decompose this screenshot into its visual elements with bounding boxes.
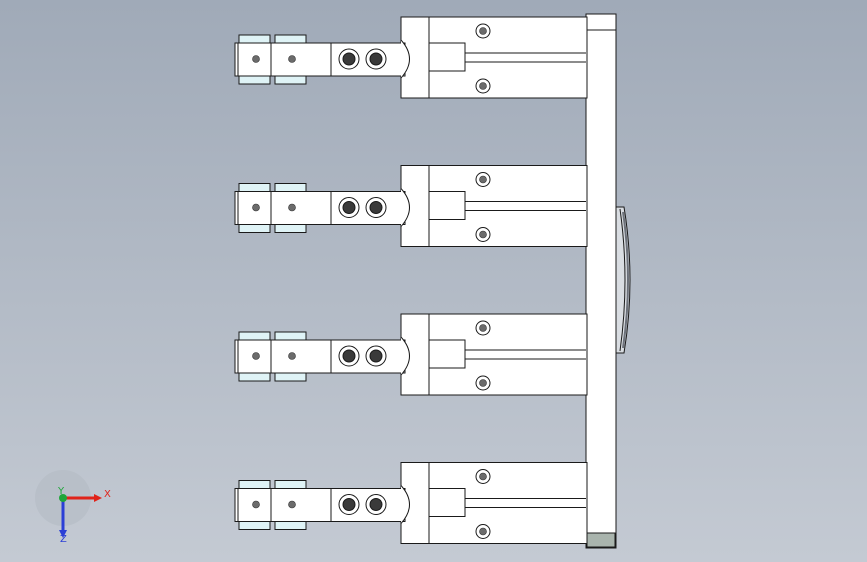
jaw-slot xyxy=(428,42,466,72)
pad-pin xyxy=(288,203,296,212)
body-screw-center xyxy=(479,175,487,184)
pad-pin xyxy=(288,352,296,360)
pad-right-bottom xyxy=(274,224,307,233)
arm-bolt-head xyxy=(342,349,356,363)
coordinate-triad: X Y Z xyxy=(35,470,111,545)
pad-left-bottom xyxy=(238,372,271,382)
body-screw-center xyxy=(479,379,487,387)
pad-right-bottom xyxy=(274,75,307,85)
arm-bolt-head xyxy=(369,52,383,66)
pad-left-bottom xyxy=(238,224,271,233)
arm-bolt-head xyxy=(369,349,383,363)
body-screw-center xyxy=(479,82,487,90)
pad-pin xyxy=(252,500,260,509)
pad-pin xyxy=(252,55,260,63)
pad-right-top xyxy=(274,331,307,341)
body-screw-center xyxy=(479,27,487,35)
pad-right-bottom xyxy=(274,521,307,530)
pad-left-bottom xyxy=(238,75,271,85)
y-axis-label: Y xyxy=(57,486,65,497)
pad-left-top xyxy=(238,183,271,192)
gripper-unit[interactable] xyxy=(234,165,588,247)
jaw-arm-curve xyxy=(400,485,410,524)
pad-pin xyxy=(252,203,260,212)
pad-pin xyxy=(288,500,296,509)
body-screw-center xyxy=(479,230,487,239)
body-screw-center xyxy=(479,472,487,481)
pad-left-bottom xyxy=(238,521,271,530)
pad-right-top xyxy=(274,183,307,192)
body-screw-center xyxy=(479,527,487,536)
gripper-unit[interactable] xyxy=(234,16,588,99)
base-plate-end-cap xyxy=(586,532,616,548)
pad-right-top xyxy=(274,34,307,44)
pad-pin xyxy=(288,55,296,63)
arm-bolt-head xyxy=(342,52,356,66)
pad-pin xyxy=(252,352,260,360)
jaw-slot xyxy=(428,488,466,517)
x-axis-label: X xyxy=(104,489,111,500)
jaw-slot xyxy=(428,339,466,369)
gripper-unit[interactable] xyxy=(234,313,588,396)
gripper-unit[interactable] xyxy=(234,462,588,544)
body-screw-center xyxy=(479,324,487,332)
base-plate[interactable] xyxy=(585,13,617,549)
jaw-arm-curve xyxy=(400,336,410,376)
z-axis-label: Z xyxy=(60,534,67,545)
mounting-flange[interactable] xyxy=(615,206,631,354)
jaw-arm-curve xyxy=(400,39,410,79)
jaw-arm-curve xyxy=(400,188,410,227)
pad-left-top xyxy=(238,480,271,489)
pad-right-top xyxy=(274,480,307,489)
arm-bolt-head xyxy=(369,201,383,214)
pad-left-top xyxy=(238,34,271,44)
arm-bolt-head xyxy=(342,201,356,214)
arm-bolt-head xyxy=(369,498,383,511)
pad-left-top xyxy=(238,331,271,341)
pad-right-bottom xyxy=(274,372,307,382)
arm-bolt-head xyxy=(342,498,356,511)
jaw-slot xyxy=(428,191,466,220)
